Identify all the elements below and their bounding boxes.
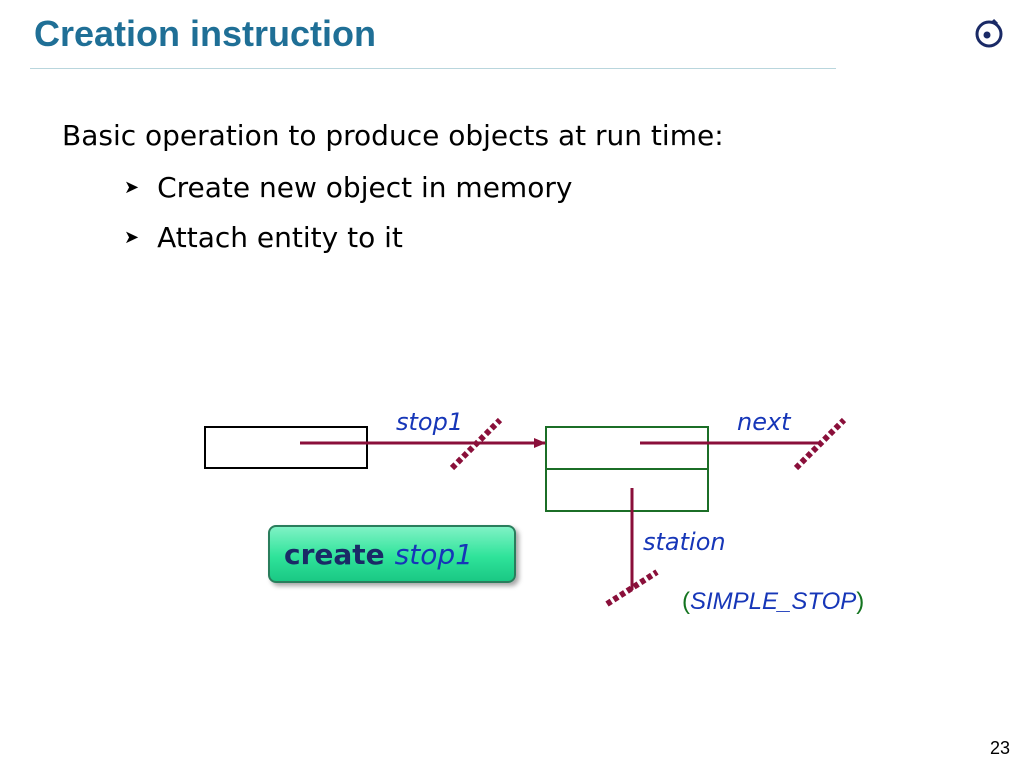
page-number: 23: [990, 738, 1011, 758]
create-keyword: create: [284, 537, 385, 571]
void-marker-station: [605, 569, 659, 607]
create-target: stop1: [394, 537, 473, 571]
type-open-paren: (: [682, 588, 690, 615]
label-station: station: [643, 528, 726, 556]
title-divider: [30, 68, 836, 69]
logo-icon: [975, 18, 1003, 48]
bullet-text: Create new object in memory: [157, 171, 573, 204]
label-next: next: [737, 408, 791, 436]
bullet-item: ➤ Create new object in memory: [124, 163, 724, 213]
bullet-list: ➤ Create new object in memory ➤ Attach e…: [124, 163, 724, 263]
type-close-paren: ): [856, 588, 865, 615]
void-marker-next: [793, 417, 847, 471]
slide-body: Basic operation to produce objects at ru…: [62, 115, 724, 263]
label-stop1: stop1: [396, 408, 464, 436]
type-annotation: (SIMPLE_STOP): [682, 588, 864, 616]
bullet-item: ➤ Attach entity to it: [124, 213, 724, 263]
type-name: SIMPLE_STOP: [690, 588, 857, 615]
void-marker-stop1: [449, 417, 503, 471]
create-instruction-box: create stop1: [268, 525, 516, 583]
arrow-bullet-icon: ➤: [124, 177, 140, 198]
entity-box: [204, 426, 368, 469]
slide-title: Creation instruction: [34, 13, 377, 54]
arrow-bullet-icon: ➤: [124, 227, 140, 248]
bullet-text: Attach entity to it: [157, 221, 403, 254]
intro-text: Basic operation to produce objects at ru…: [62, 119, 724, 152]
